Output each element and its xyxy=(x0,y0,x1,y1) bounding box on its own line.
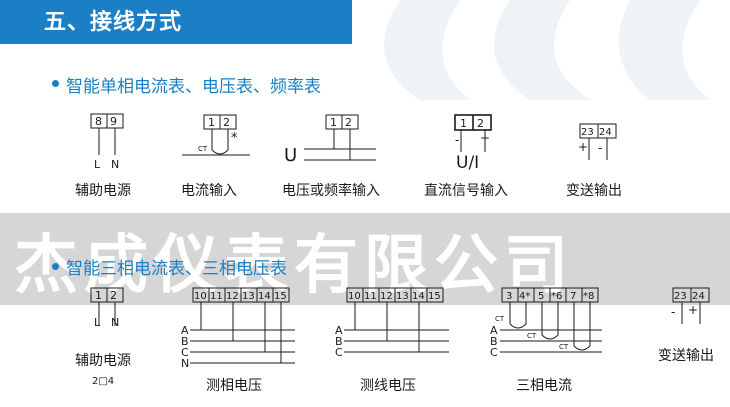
terminal-label: 10 xyxy=(348,291,361,302)
terminal-label: 11 xyxy=(210,291,223,302)
section1-bullet xyxy=(52,80,59,87)
caption-voltage-frequency-input: 电压或频率输入 xyxy=(282,183,380,199)
line-label-a: A xyxy=(490,324,498,337)
line-label-b: B xyxy=(335,335,343,348)
terminal-label: 10 xyxy=(194,291,207,302)
caption-phase-voltage: 测相电压 xyxy=(206,378,262,394)
watermark-band xyxy=(0,213,730,305)
diagram-line-voltage: 10 11 12 13 14 15 A B C xyxy=(335,287,449,359)
terminal-label: 12 xyxy=(380,291,393,302)
terminal-label: 24 xyxy=(599,127,612,138)
line-label-c: C xyxy=(335,346,343,359)
terminal-label: 2 xyxy=(477,117,484,130)
terminal-label: 24 xyxy=(692,291,705,302)
caption-aux-power-2: 辅助电源 xyxy=(75,353,131,369)
terminal-label: 1 xyxy=(208,116,215,129)
terminal-label: *6 xyxy=(551,291,562,302)
polarity-minus: - xyxy=(671,305,675,319)
polarity-minus: - xyxy=(598,141,602,155)
terminal-label: 11 xyxy=(364,291,377,302)
terminal-label: 1 xyxy=(95,289,102,302)
diagram-dc-signal-input: 1 2 - + U/I xyxy=(454,114,492,173)
polarity-plus: + xyxy=(480,131,490,145)
terminal-label: 3 xyxy=(506,291,512,302)
line-label-c: C xyxy=(490,346,498,359)
polarity-plus: + xyxy=(578,140,588,154)
section1-title: 智能单相电流表、电压表、频率表 xyxy=(66,77,321,97)
diagram-aux-power-1: 8 9 L N xyxy=(90,113,124,171)
company-watermark: 杰成仪表有限公司 xyxy=(14,229,574,303)
terminal-label: 14 xyxy=(258,291,271,302)
caption-three-phase-current: 三相电流 xyxy=(516,378,572,394)
section-header-title: 五、接线方式 xyxy=(44,10,183,35)
line-label-a: A xyxy=(335,324,343,337)
line-label-c: C xyxy=(181,346,189,359)
diagram-current-input: 1 2 CT * xyxy=(182,114,250,156)
section2-title: 智能三相电流表、三相电压表 xyxy=(66,259,287,279)
section2-bullet xyxy=(52,263,59,270)
polarity-mark: * xyxy=(231,131,238,146)
terminal-label: 9 xyxy=(110,115,117,128)
diagram-three-phase-current: 3 4* 5 *6 7 *8 A B C CT CT CT xyxy=(490,287,602,359)
ct-mark: CT xyxy=(198,145,208,153)
terminal-label: 13 xyxy=(242,291,255,302)
terminal-label: 15 xyxy=(274,291,287,302)
ct-mark: CT xyxy=(559,343,569,351)
diagram-voltage-frequency-input: 1 2 U xyxy=(284,114,376,166)
terminal-label: 7 xyxy=(570,291,576,302)
line-label-a: A xyxy=(181,324,189,337)
wire-mark: L xyxy=(94,158,101,171)
terminal-label: 15 xyxy=(428,291,441,302)
caption-transmit-output-1: 变送输出 xyxy=(566,183,622,199)
terminal-label: 4* xyxy=(519,291,530,302)
signal-mark: U/I xyxy=(456,153,479,173)
line-label-n: N xyxy=(181,357,189,370)
wire-mark: L xyxy=(94,316,101,329)
line-label-b: B xyxy=(490,335,498,348)
terminal-label: 23 xyxy=(581,127,594,138)
decorative-logo-shapes xyxy=(384,0,710,100)
diagram-transmit-output-2: 23 24 - + xyxy=(671,287,710,324)
diagram-phase-voltage: 10 11 12 13 14 15 A B C N xyxy=(181,287,295,370)
terminal-label: 2 xyxy=(223,116,230,129)
section-header-bar: 五、接线方式 xyxy=(0,0,352,44)
ct-mark: CT xyxy=(527,332,537,340)
terminal-label: *8 xyxy=(583,291,594,302)
ct-mark: CT xyxy=(495,315,505,323)
terminal-label: 2 xyxy=(110,289,117,302)
terminal-label: 13 xyxy=(396,291,409,302)
polarity-plus: + xyxy=(688,303,698,317)
terminal-label: 2 xyxy=(345,116,352,129)
caption-line-voltage: 测线电压 xyxy=(360,378,416,394)
terminal-label: 1 xyxy=(330,116,337,129)
caption-dc-signal-input: 直流信号输入 xyxy=(424,183,508,199)
wire-mark: N xyxy=(111,158,119,171)
terminal-label: 12 xyxy=(226,291,239,302)
caption-current-input: 电流输入 xyxy=(181,183,237,199)
polarity-minus: - xyxy=(455,133,459,147)
terminal-label: 8 xyxy=(95,115,102,128)
line-label-b: B xyxy=(181,335,189,348)
diagram-transmit-output-1: 23 24 + - xyxy=(578,123,617,160)
terminal-label: 1 xyxy=(460,117,467,130)
wire-mark: N xyxy=(111,316,119,329)
diagram-aux-power-2: 1 2 L N xyxy=(90,287,124,329)
caption-aux-power-1: 辅助电源 xyxy=(75,183,131,199)
terminal-label: 14 xyxy=(412,291,425,302)
aux-power-note: 2□4 xyxy=(92,376,115,387)
caption-transmit-output-2: 变送输出 xyxy=(658,348,714,364)
terminal-label: 23 xyxy=(674,291,687,302)
voltage-mark: U xyxy=(284,145,297,166)
terminal-label: 5 xyxy=(538,291,544,302)
